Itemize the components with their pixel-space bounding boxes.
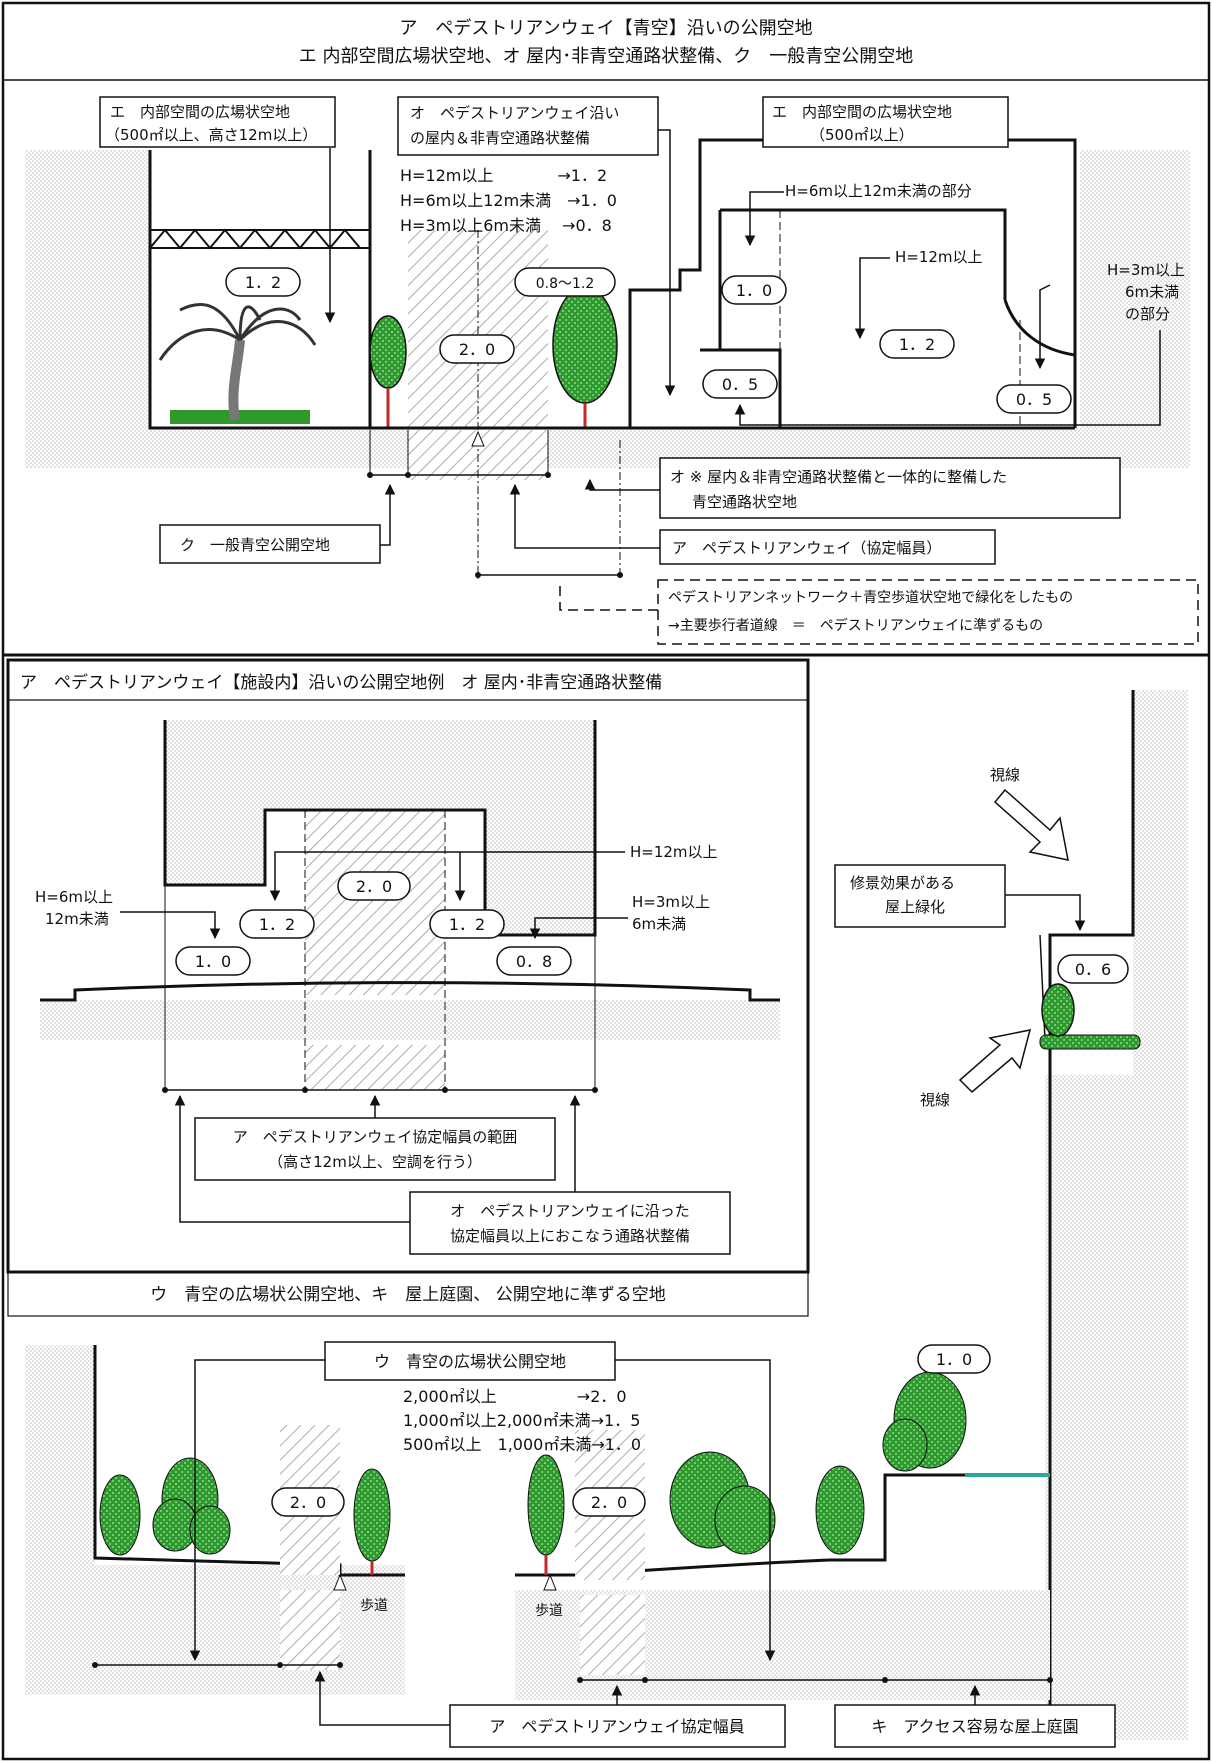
sight-arrow-icon [993,788,1069,861]
top-title-line2: エ 内部空間広場状空地、オ 屋内･非青空通路状整備、ク 一般青空公開空地 [299,46,913,67]
label-h3-2: 6m未満 [1125,283,1179,301]
label-h3-3: の部分 [1125,305,1170,323]
label-o1-line2: の屋内＆非青空通路状整備 [410,129,590,147]
mid-label-h6-2: 12m未満 [45,910,109,928]
bottom-rate-2: 1,000㎡以上2,000㎡未満→1．5 [403,1411,640,1430]
mid-value-1-0: 1．0 [195,952,231,971]
value-1-2: 1．2 [245,273,281,292]
mid-label-h3-2: 6m未満 [632,915,686,933]
bottom-value-2-0-b: 2．0 [591,1493,627,1512]
palm-tree-icon [158,303,317,421]
value-1-2-b: 1．2 [899,335,935,354]
label-h3-1: H=3m以上 [1107,261,1185,279]
tree-icon [99,1474,141,1556]
tree-icon [1041,983,1075,1037]
label-e2-line1: エ 内部空間の広場状空地 [772,103,952,121]
right-label-1: 修景効果がある [850,874,955,892]
walkway-label-1: 歩道 [360,1598,388,1614]
mid-value-1-2-a: 1．2 [259,915,295,934]
rate-line-3: H=3m以上6m未満 →0．8 [400,216,612,235]
top-title-line1: ア ペデストリアンウェイ【青空】沿いの公開空地 [399,18,812,39]
label-o2-line1: オ ※ 屋内＆非青空通路状整備と一体的に整備した [670,468,1007,486]
label-h6: H=6m以上12m未満の部分 [785,182,972,200]
tree-icon [527,1454,565,1556]
bottom-title: ウ 青空の広場状公開空地、キ 屋上庭園、 公開空地に準ずる空地 [150,1285,665,1305]
right-value-0-6: 0．6 [1075,960,1111,979]
value-0-5-a: 0．5 [722,375,758,394]
right-label-2: 屋上緑化 [885,898,945,916]
sight-label-1: 視線 [990,766,1020,784]
mid-label-a-2: （高さ12m以上、空調を行う） [268,1153,482,1171]
sight-label-2: 視線 [920,1091,950,1109]
bottom-value-2-0-a: 2．0 [290,1493,326,1512]
bottom-rate-1: 2,000㎡以上 →2．0 [403,1387,627,1406]
mid-label-o-1: オ ペデストリアンウェイに沿った [450,1202,689,1220]
bottom-title-box [7,1271,809,1317]
bottom-section: ウ 青空の広場状公開空地、キ 屋上庭園、 公開空地に準ずる空地 2．0 歩道 2… [25,1285,1116,1748]
tree-icon [552,286,618,404]
value-0-5-b: 0．5 [1016,390,1052,409]
mid-label-a-1: ア ペデストリアンウェイ協定幅員の範囲 [233,1128,517,1146]
bottom-label-a: ア ペデストリアンウェイ協定幅員 [489,1717,744,1736]
label-e1-line2: （500㎡以上、高さ12m以上） [105,126,317,144]
mid-value-1-2-b: 1．2 [449,915,485,934]
roof-green-icon [1039,1034,1141,1050]
label-k: ク 一般青空公開空地 [180,536,330,554]
label-e1-line1: エ 内部空間の広場状空地 [110,103,290,121]
rate-line-2: H=6m以上12m未満 →1．0 [400,191,617,210]
label-a-pedway: ア ペデストリアンウェイ（協定幅員） [672,539,941,557]
top-section: エ 内部空間の広場状空地 （500㎡以上、高さ12m以上） オ ペデストリアンウ… [25,96,1199,645]
mid-value-2-0: 2．0 [356,877,392,896]
mid-label-h6-1: H=6m以上 [35,888,113,906]
mid-label-h3-1: H=3m以上 [632,893,710,911]
label-h12: H=12m以上 [895,248,983,266]
label-o1-line1: オ ペデストリアンウェイ沿い [410,104,619,122]
bottom-value-1-0: 1．0 [936,1350,972,1369]
bottom-rate-3: 500㎡以上 1,000㎡未満→1．0 [403,1435,641,1454]
bottom-label-ki: キ アクセス容易な屋上庭園 [871,1717,1078,1736]
value-2-0: 2．0 [459,340,495,359]
mid-label-o-2: 協定幅員以上におこなう通路状整備 [450,1227,690,1245]
walkway-label-2: 歩道 [535,1603,563,1619]
tree-icon [815,1465,865,1555]
tree-icon [353,1468,391,1562]
sight-arrow-icon [958,1029,1032,1094]
middle-section: ア ペデストリアンウェイ【施設内】沿いの公開空地例 オ 屋内･非青空通路状整備 … [20,672,780,1255]
value-0-8-1-2: 0.8〜1.2 [536,276,595,292]
label-o2-line2: 青空通路状空地 [692,493,797,511]
middle-title: ア ペデストリアンウェイ【施設内】沿いの公開空地例 オ 屋内･非青空通路状整備 [20,672,662,693]
dashed-note-1: ペデストリアンネットワーク＋青空歩道状空地で緑化をしたもの [668,589,1073,606]
label-e2-line2: （500㎡以上） [810,126,914,144]
bottom-label-u: ウ 青空の広場状公開空地 [374,1352,566,1371]
rate-line-1: H=12m以上 →1．2 [400,166,607,185]
mid-value-0-8: 0．8 [516,952,552,971]
dashed-note-2: →主要歩行者道線 ＝ ペデストリアンウェイに準ずるもの [668,617,1043,634]
tree-icon [369,315,407,389]
mid-label-h12: H=12m以上 [630,843,718,861]
value-1-0: 1．0 [736,281,772,300]
right-section: 0．6 修景効果がある 屋上緑化 視線 視線 [834,690,1188,1740]
